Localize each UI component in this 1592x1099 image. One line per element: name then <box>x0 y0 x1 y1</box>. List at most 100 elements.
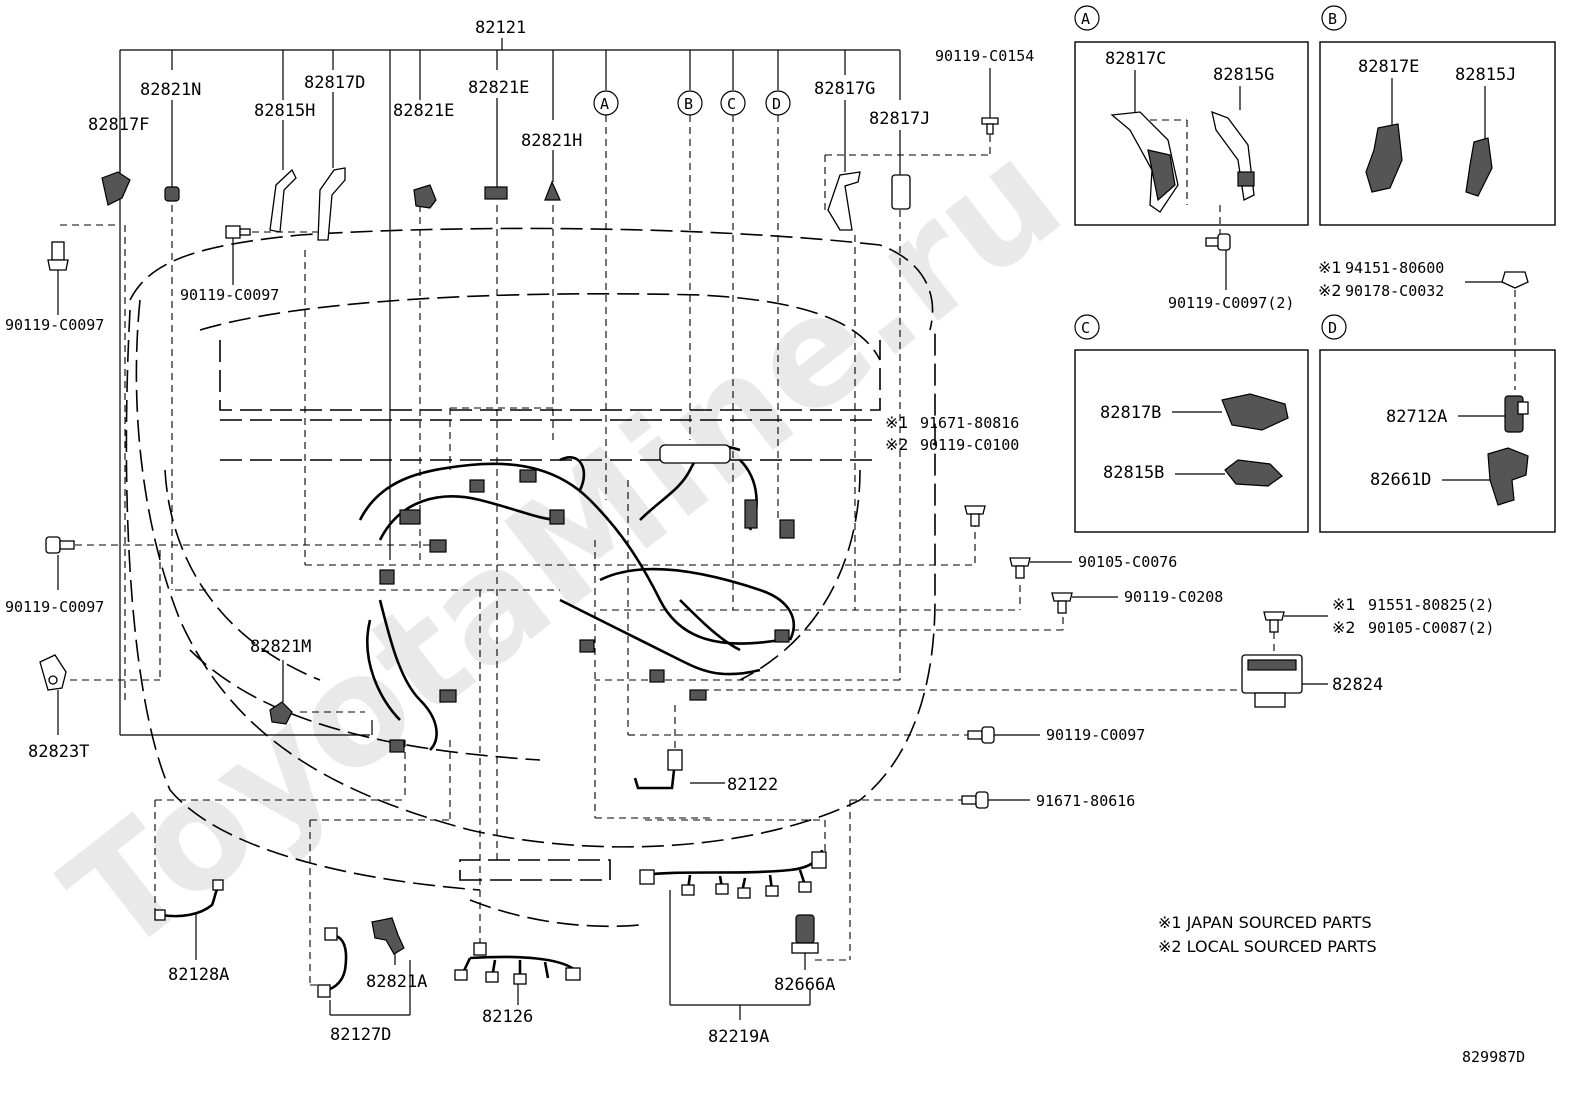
label-82712A: 82712A <box>1386 407 1447 427</box>
label-82817B: 82817B <box>1100 403 1161 423</box>
label-90119-C0154: 90119-C0154 <box>935 47 1034 65</box>
detail-c-letter: C <box>1081 319 1090 337</box>
note-mark-2b: ※2 <box>1332 618 1356 637</box>
part-82219A <box>639 849 827 1020</box>
bolt-91551-80825 <box>1263 611 1328 652</box>
label-94151-80600: 94151-80600 <box>1345 259 1444 277</box>
label-82661D: 82661D <box>1370 470 1431 490</box>
bolt-90119-C0097-right <box>967 726 1040 744</box>
bolt-90119-C0154 <box>981 68 999 135</box>
bolt-90119-C0208 <box>1051 592 1118 614</box>
part-82127D <box>317 927 411 1016</box>
label-82817C: 82817C <box>1105 49 1166 69</box>
bolt-90119-C0100 <box>964 505 986 527</box>
label-82121: 82121 <box>475 18 526 38</box>
label-82821A: 82821A <box>366 972 427 992</box>
vehicle-body-outline <box>125 227 936 928</box>
nut-94151-80600 <box>1465 271 1529 289</box>
detail-d-letter: D <box>1328 319 1337 337</box>
marker-d: D <box>765 90 791 116</box>
bolt-90119-C0097-left <box>47 241 69 315</box>
leader-lines <box>60 115 1516 986</box>
label-82821E-left: 82821E <box>393 101 454 121</box>
label-82817F: 82817F <box>88 115 149 135</box>
label-90119-C0097-2: 90119-C0097(2) <box>1168 294 1294 312</box>
label-91551-80825: 91551-80825(2) <box>1368 596 1494 614</box>
label-90119-C0097-top: 90119-C0097 <box>180 286 279 304</box>
label-82817G: 82817G <box>814 79 875 99</box>
svg-text:A: A <box>600 95 609 113</box>
part-82821E-right <box>484 98 508 200</box>
label-82126: 82126 <box>482 1007 533 1027</box>
label-82127D: 82127D <box>330 1025 391 1045</box>
part-82821H <box>544 150 561 201</box>
marker-b: B <box>677 90 703 116</box>
part-82815H <box>269 120 297 233</box>
label-82824: 82824 <box>1332 675 1383 695</box>
watermark: ToyotaMine.ru <box>35 109 1093 989</box>
part-82126 <box>454 942 581 1005</box>
label-90119-C0097-right: 90119-C0097 <box>1046 726 1145 744</box>
note-mark-1a: ※1 <box>885 413 909 432</box>
label-82815B: 82815B <box>1103 463 1164 483</box>
label-90105-C0076: 90105-C0076 <box>1078 553 1177 571</box>
diagram-id: 829987D <box>1462 1048 1525 1066</box>
svg-text:D: D <box>772 95 781 113</box>
label-91671-80616: 91671-80616 <box>1036 792 1135 810</box>
legend-japan-sourced: ※1 JAPAN SOURCED PARTS <box>1158 913 1372 932</box>
label-82815J: 82815J <box>1455 65 1516 85</box>
part-82817J <box>891 130 911 210</box>
detail-a-letter: A <box>1081 10 1090 28</box>
label-82821H: 82821H <box>521 131 582 151</box>
part-82821N <box>164 100 180 202</box>
label-82821N: 82821N <box>140 80 201 100</box>
bolt-91671-80616 <box>961 791 1030 809</box>
label-82817D: 82817D <box>304 73 365 93</box>
part-82817G <box>827 100 861 231</box>
part-82128A <box>154 879 224 960</box>
bolt-90119-C0097-mid <box>45 536 75 590</box>
label-82122: 82122 <box>727 775 778 795</box>
label-90119-C0097-mid: 90119-C0097 <box>5 598 104 616</box>
label-82815G: 82815G <box>1213 65 1274 85</box>
detail-b-letter: B <box>1328 10 1337 28</box>
detail-box-a: A 82817C 82815G <box>1074 5 1309 226</box>
legend-local-sourced: ※2 LOCAL SOURCED PARTS <box>1158 937 1377 956</box>
label-90105-C0087: 90105-C0087(2) <box>1368 619 1494 637</box>
label-82666A: 82666A <box>774 975 835 995</box>
label-90119-C0097-left: 90119-C0097 <box>5 316 104 334</box>
label-82128A: 82128A <box>168 965 229 985</box>
bolt-90119-C0097-top <box>225 225 251 285</box>
note-mark-1c: ※1 <box>1318 258 1342 277</box>
label-90119-C0100: 90119-C0100 <box>920 436 1019 454</box>
part-82122 <box>633 749 725 790</box>
label-82821E-right: 82821E <box>468 78 529 98</box>
bolt-90119-C0097-detail-a <box>1205 233 1231 290</box>
detail-box-c: C 82817B 82815B <box>1074 314 1309 533</box>
note-mark-1b: ※1 <box>1332 595 1356 614</box>
note-mark-2c: ※2 <box>1318 281 1342 300</box>
part-82817F <box>101 130 131 206</box>
svg-text:B: B <box>684 95 693 113</box>
part-82824-relay-block <box>1241 654 1328 708</box>
part-82823T <box>39 654 67 735</box>
label-90178-C0032: 90178-C0032 <box>1345 282 1444 300</box>
bolt-90105-C0076 <box>1009 557 1072 579</box>
label-82815H: 82815H <box>254 101 315 121</box>
label-90119-C0208: 90119-C0208 <box>1124 588 1223 606</box>
engine-harness-main <box>358 444 796 753</box>
note-mark-2a: ※2 <box>885 435 909 454</box>
label-91671-80816: 91671-80816 <box>920 414 1019 432</box>
detail-box-d: D 82712A 82661D <box>1319 314 1556 533</box>
part-82821E-left <box>413 184 437 209</box>
detail-box-b: B 82817E 82815J <box>1319 5 1556 226</box>
part-82666A <box>791 914 819 970</box>
part-82821M <box>269 660 293 725</box>
label-82823T: 82823T <box>28 742 89 762</box>
svg-text:C: C <box>727 95 736 113</box>
part-82821A <box>371 917 405 965</box>
label-82817E: 82817E <box>1358 57 1419 77</box>
marker-a: A <box>593 90 619 116</box>
part-82817D <box>317 92 346 241</box>
